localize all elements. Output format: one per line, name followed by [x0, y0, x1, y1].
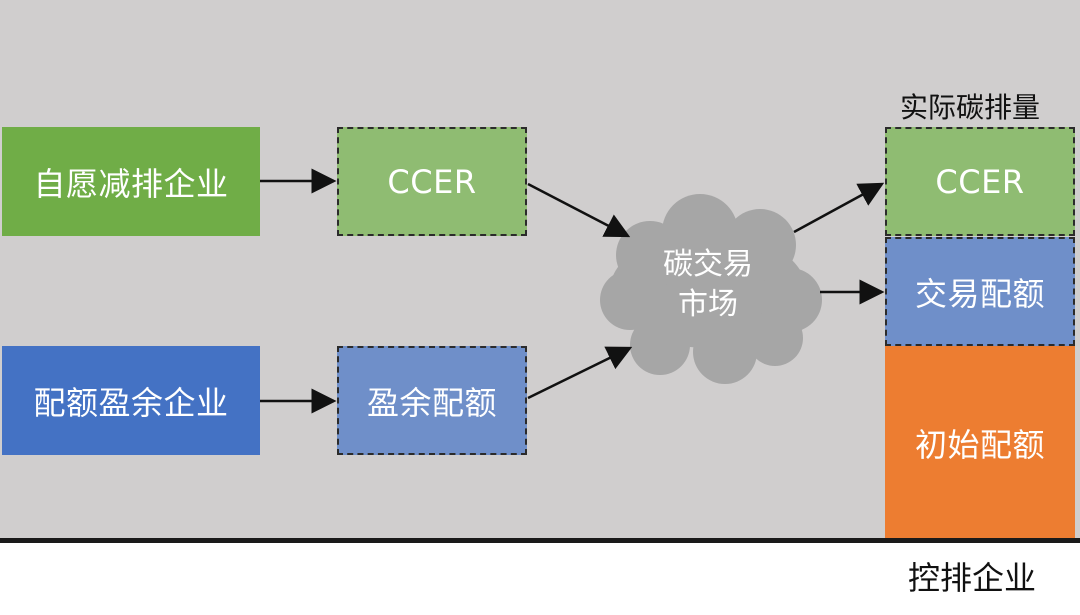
- controlled-emission-company-label: 控排企业: [908, 559, 1037, 597]
- initial-quota-label: 初始配额: [914, 425, 1045, 464]
- traded-quota-label: 交易配额: [914, 274, 1045, 313]
- surplus-quota-label: 盈余配额: [366, 383, 497, 422]
- arrow-ccer-to-market: [527, 182, 631, 238]
- ccer-right-label: CCER: [935, 162, 1025, 201]
- arrow-market-to-ccer: [793, 182, 885, 234]
- quota-surplus-company-box: 配额盈余企业: [2, 346, 260, 455]
- carbon-market-cloud-label: 碳交易 市场: [608, 245, 808, 325]
- ccer-right-box: CCER: [885, 127, 1075, 236]
- traded-quota-box: 交易配额: [885, 237, 1075, 346]
- baseline-rule: [0, 538, 1080, 543]
- actual-emissions-label: 实际碳排量: [900, 91, 1041, 124]
- voluntary-reduction-company-box: 自愿减排企业: [2, 127, 260, 236]
- voluntary-reduction-company-label: 自愿减排企业: [33, 164, 229, 203]
- ccer-left-box: CCER: [337, 127, 527, 236]
- initial-quota-box: 初始配额: [885, 346, 1075, 539]
- ccer-left-label: CCER: [387, 162, 477, 201]
- carbon-market-line1: 碳交易: [663, 247, 753, 282]
- quota-surplus-company-label: 配额盈余企业: [33, 383, 229, 422]
- carbon-market-line2: 市场: [678, 287, 738, 322]
- cloud-shape: [600, 194, 822, 384]
- surplus-quota-box: 盈余配额: [337, 346, 527, 455]
- arrow-quota-to-market: [527, 346, 633, 400]
